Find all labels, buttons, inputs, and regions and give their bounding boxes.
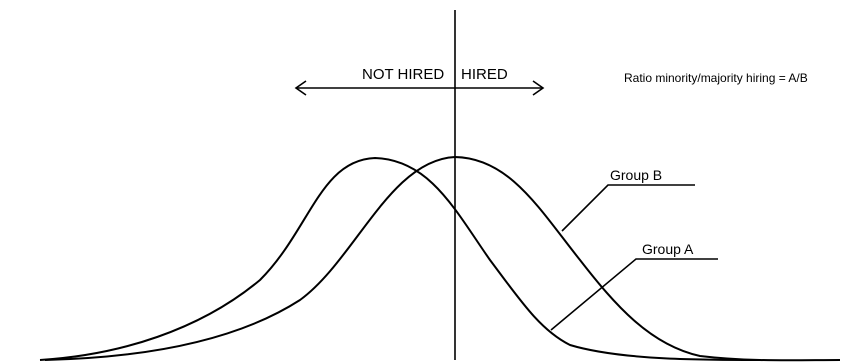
hired-label: HIRED: [461, 66, 508, 83]
arrow-left-head: [294, 80, 307, 96]
group-a-leader-line: [550, 258, 718, 331]
group-a-curve: [39, 156, 761, 361]
arrow-right-head: [532, 80, 545, 96]
group-b-label: Group B: [610, 167, 662, 183]
ratio-label: Ratio minority/majority hiring = A/B: [624, 71, 808, 85]
group-b-curve: [44, 155, 841, 362]
not-hired-label: NOT HIRED: [362, 66, 444, 83]
group-a-label: Group A: [642, 241, 694, 257]
group-b-leader-line: [561, 184, 695, 232]
